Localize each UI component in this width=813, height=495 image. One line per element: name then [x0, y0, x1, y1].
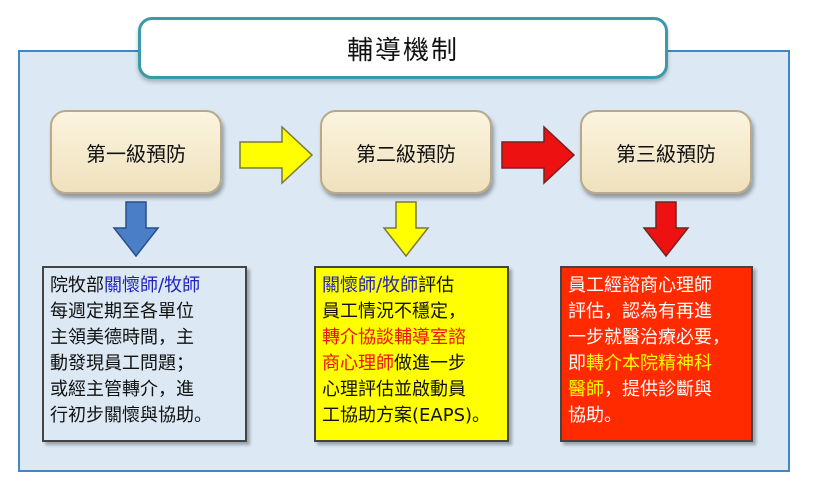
description-text: 或經主管轉介，進	[50, 379, 194, 400]
description-text: 商心理師	[322, 353, 394, 374]
description-line: 主領美德時間，主	[50, 325, 239, 351]
level-1-description: 院牧部關懷師/牧師每週定期至各單位主領美德時間，主動發現員工問題；或經主管轉介，…	[42, 266, 247, 442]
description-text: 行初步關懷與協助。	[50, 405, 212, 426]
description-text: 醫師	[568, 379, 604, 400]
description-line: 即轉介本院精神科	[568, 351, 745, 377]
level-3-box: 第三級預防	[580, 110, 752, 194]
description-text: 心理評估並啟動員	[322, 379, 466, 400]
description-text: 員工經諮商心理師	[568, 275, 712, 296]
description-line: 商心理師做進一步	[322, 351, 501, 377]
arrow-right-red	[501, 125, 576, 185]
description-line: 員工經諮商心理師	[568, 273, 745, 299]
description-line: 行初步關懷與協助。	[50, 403, 239, 429]
arrow-down-red	[642, 201, 690, 258]
level-2-description: 關懷師/牧師評估員工情況不穩定，轉介協談輔導室諮商心理師做進一步心理評估並啟動員…	[314, 266, 509, 442]
description-line: 關懷師/牧師評估	[322, 273, 501, 299]
description-text: 動發現員工問題；	[50, 353, 194, 374]
description-line: 員工情況不穩定，	[322, 299, 501, 325]
description-text: 即	[568, 353, 586, 374]
description-text: 主領美德時間，主	[50, 327, 194, 348]
description-text: 轉介本院精神科	[586, 353, 712, 374]
description-line: 每週定期至各單位	[50, 299, 239, 325]
level-1-box: 第一級預防	[50, 110, 222, 194]
description-text: 協助。	[568, 405, 622, 426]
description-text: 院牧部	[50, 275, 104, 296]
description-line: 醫師，提供診斷與	[568, 377, 745, 403]
description-text: 評估	[418, 275, 455, 296]
description-text: 工協助方案(EAPS)。	[322, 405, 491, 426]
description-line: 評估，認為有再進	[568, 299, 745, 325]
description-text: 做進一步	[394, 353, 466, 374]
description-line: 協助。	[568, 403, 745, 429]
description-text: 關懷師/牧師	[104, 275, 201, 296]
description-line: 或經主管轉介，進	[50, 377, 239, 403]
arrow-down-blue	[112, 201, 160, 258]
description-text: ，提供診斷與	[604, 379, 712, 400]
description-text: 評估，認為有再進	[568, 301, 712, 322]
arrow-right-yellow	[239, 125, 314, 185]
description-text: 轉介協談輔導室諮	[322, 327, 466, 348]
description-line: 一步就醫治療必要，	[568, 325, 745, 351]
description-text: 員工情況不穩定，	[322, 301, 466, 322]
description-line: 動發現員工問題；	[50, 351, 239, 377]
level-2-box: 第二級預防	[320, 110, 492, 194]
description-text: 每週定期至各單位	[50, 301, 194, 322]
arrow-down-yellow	[382, 201, 430, 258]
description-line: 院牧部關懷師/牧師	[50, 273, 239, 299]
diagram-title: 輔導機制	[138, 17, 668, 79]
description-line: 轉介協談輔導室諮	[322, 325, 501, 351]
description-line: 心理評估並啟動員	[322, 377, 501, 403]
description-text: 關懷師/牧師	[322, 275, 419, 296]
description-line: 工協助方案(EAPS)。	[322, 403, 501, 429]
description-text: 一步就醫治療必要，	[568, 327, 730, 348]
level-3-description: 員工經諮商心理師評估，認為有再進一步就醫治療必要，即轉介本院精神科醫師，提供診斷…	[560, 266, 753, 442]
